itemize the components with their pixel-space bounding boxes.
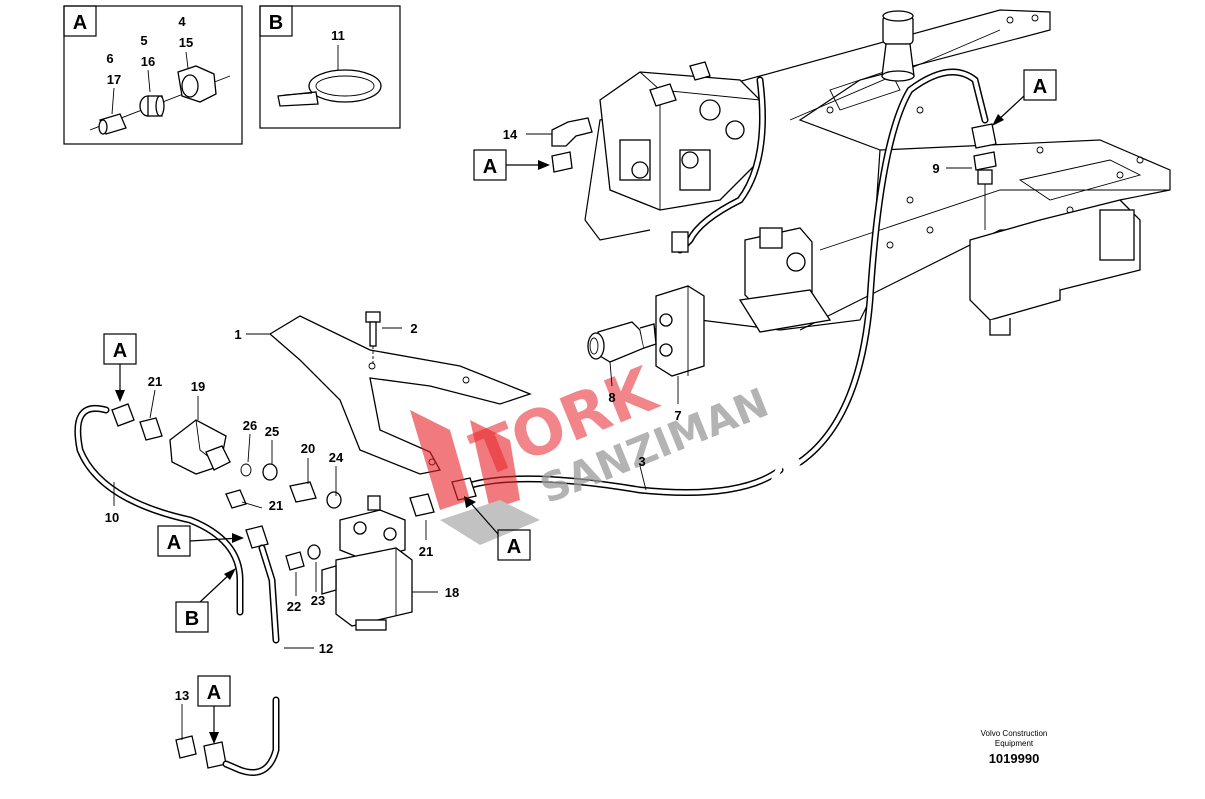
callout-9: 9 [932,161,939,176]
inset-b-label-11: 11 [331,28,345,43]
callout-7: 7 [674,408,681,423]
inset-a-tag: A [73,12,87,34]
tag-a-mid-left: A [167,532,181,554]
inset-b-tag-box [259,5,293,37]
callout-23: 23 [311,593,325,608]
tag-b-left: B [185,608,199,630]
fitting-9 [971,123,997,230]
inset-a-label-6: 6 [106,51,113,66]
leader-lines [113,133,972,740]
inset-a-label-15: 15 [179,35,193,50]
inset-a-label-4: 4 [178,14,186,29]
tag-a-top-left: A [113,340,127,362]
nut-icon [177,65,217,103]
callout-21-b: 21 [269,498,283,513]
callout-2: 2 [410,321,417,336]
publisher-line2: Equipment [995,739,1034,748]
bolt [365,311,381,366]
inset-a-label-5: 5 [140,33,147,48]
doc-number: 1019990 [989,751,1040,766]
tag-box-a-center [497,529,531,561]
tag-a-center: A [507,536,521,558]
callout-20: 20 [301,441,315,456]
watermark-logo [410,410,540,545]
tag-a-upper-mid: A [483,156,497,178]
pressure-sensor [587,321,657,363]
callout-8: 8 [608,390,615,405]
inset-a-frame [63,5,243,145]
insert-icon [98,113,127,135]
callout-3: 3 [638,454,645,469]
inset-b: B 11 [259,5,401,129]
inset-a-tag-box [63,5,97,37]
elbow-fitting [551,117,593,173]
inset-a: A 4 5 15 6 16 17 [63,5,243,145]
callout-26: 26 [243,418,257,433]
callout-24: 24 [329,450,344,465]
tag-box-b-left [175,601,209,633]
solenoid-valve-right [969,199,1141,336]
callout-21-c: 21 [419,544,433,559]
inset-b-tag: B [269,12,283,34]
inset-a-label-17: 17 [107,72,121,87]
sleeve-icon [139,95,165,117]
callout-12: 12 [319,641,333,656]
solenoid-valve-center [738,227,832,333]
tag-a-bottom: A [207,682,221,704]
cable-tie-icon [277,69,382,107]
valve-block-top [599,61,761,211]
callout-1: 1 [234,327,241,342]
solenoid-valve-18 [321,495,413,631]
regulator [881,10,915,82]
callout-22: 22 [287,599,301,614]
callout-14: 14 [503,127,518,142]
tag-box-a-top-right [1023,69,1057,101]
callout-19: 19 [191,379,205,394]
inset-b-frame [259,5,401,129]
distribution-block [655,231,705,377]
pressure-switch [169,419,231,475]
footer: Volvo Construction Equipment 1019990 [981,729,1048,766]
callout-labels: 1 2 3 7 8 9 10 12 13 14 18 19 20 21 21 2… [105,127,940,703]
callout-25: 25 [265,424,279,439]
tag-a-top-right: A [1033,76,1047,98]
inset-a-label-16: 16 [141,54,155,69]
reference-tags: A A B A A A A [103,69,1057,744]
callout-10: 10 [105,510,119,525]
callout-13: 13 [175,688,189,703]
callout-21-a: 21 [148,374,162,389]
callout-18: 18 [445,585,459,600]
publisher-line1: Volvo Construction [981,729,1048,738]
fittings-left [111,403,477,769]
